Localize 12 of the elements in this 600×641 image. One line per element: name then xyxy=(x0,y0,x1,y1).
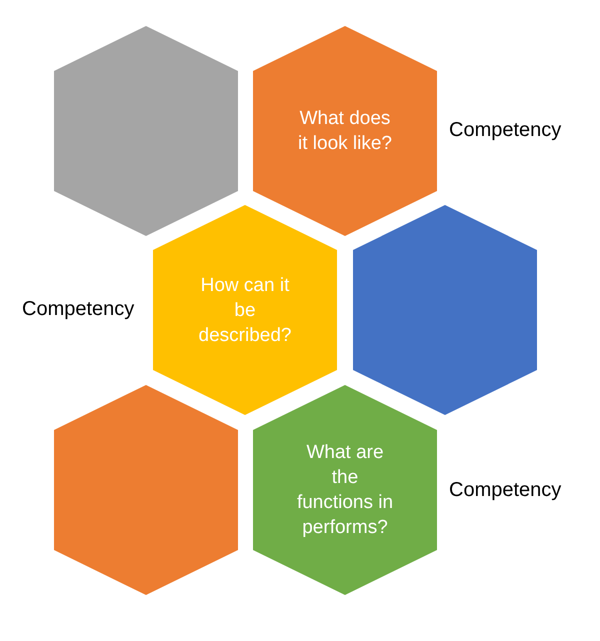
hexagon xyxy=(153,205,337,415)
hexagon xyxy=(253,26,437,236)
side-label: Competency xyxy=(449,478,562,503)
question-text: What does it look like? xyxy=(297,107,393,156)
hexagon xyxy=(54,385,238,595)
side-label: Competency xyxy=(449,118,562,143)
hexagon xyxy=(54,26,238,236)
hexagon xyxy=(353,205,537,415)
side-label: Competency xyxy=(22,297,134,322)
question-text: How can it be described? xyxy=(198,274,292,348)
hexagon xyxy=(253,385,437,595)
question-text: What are the functions in performs? xyxy=(296,441,394,540)
